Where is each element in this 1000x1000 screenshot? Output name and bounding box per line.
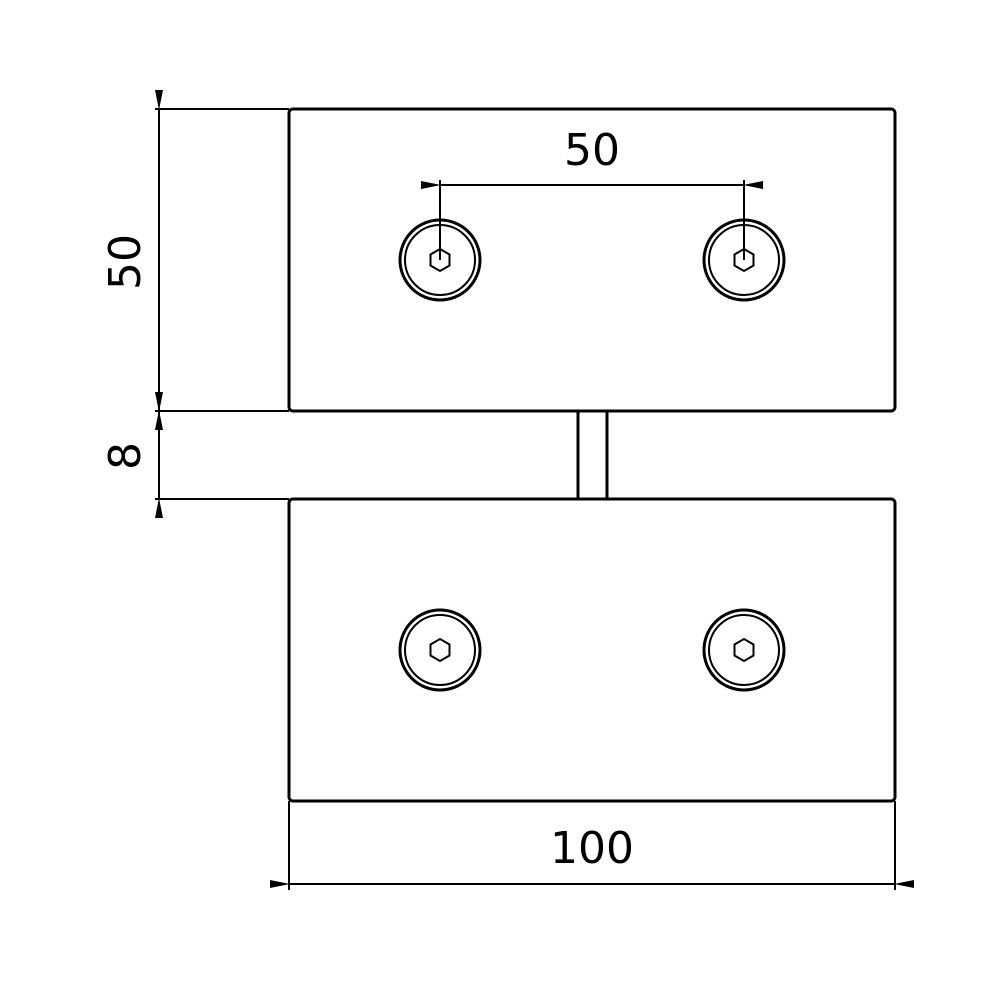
gap-label: 8 xyxy=(100,442,151,470)
plate-width-dimension: 100 xyxy=(270,801,914,890)
bottom-plate xyxy=(287,497,897,803)
screw-hole-bottom-right xyxy=(702,608,786,692)
gap-dimension: 8 xyxy=(100,392,163,518)
plate-height-dimension: 50 xyxy=(100,90,289,500)
top-plate xyxy=(287,107,897,413)
spacer xyxy=(576,411,609,499)
plate-width-label: 100 xyxy=(550,823,634,874)
screw-hole-bottom-left xyxy=(398,608,482,692)
hole-spacing-label: 50 xyxy=(564,125,620,176)
hole-spacing-dimension: 50 xyxy=(421,125,763,260)
plate-height-label: 50 xyxy=(100,234,151,290)
